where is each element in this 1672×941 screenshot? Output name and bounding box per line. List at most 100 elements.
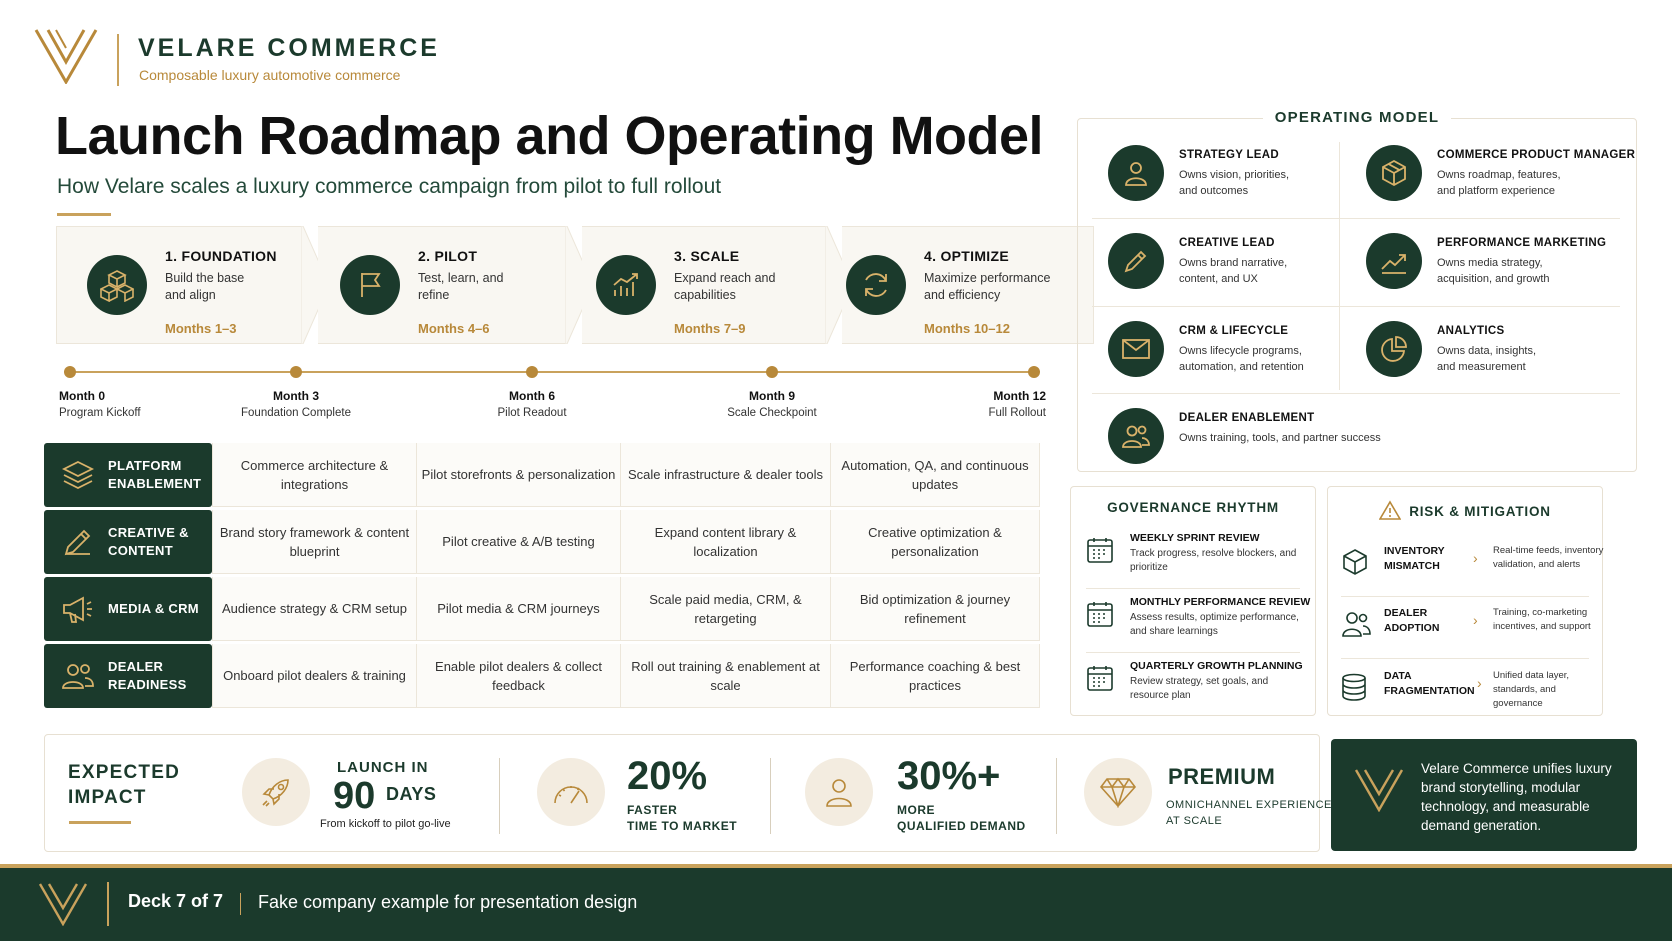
impact-panel xyxy=(44,734,1320,852)
impact-demand-l2: QUALIFIED DEMAND xyxy=(897,819,1026,833)
refresh-icon xyxy=(846,255,906,315)
impact-faster-num: 20% xyxy=(627,754,708,798)
chevron-right-icon xyxy=(825,226,854,344)
operating-model-title-text: OPERATING MODEL xyxy=(1262,109,1452,126)
impact-divider xyxy=(499,758,500,834)
governance-panel xyxy=(1070,486,1316,716)
risk-item-desc: Unified data layer, standards, and gover… xyxy=(1493,670,1570,709)
governance-title: GOVERNANCE RHYTHM xyxy=(1107,500,1279,515)
workstream-cell: Roll out training & enablement at scale xyxy=(620,644,830,708)
page-subtitle: How Velare scales a luxury commerce camp… xyxy=(57,175,722,198)
velare-logo-icon xyxy=(34,29,98,84)
megaphone-icon xyxy=(58,593,98,625)
risk-item: INVENTORY MISMATCH › Real-time feeds, in… xyxy=(1341,542,1603,592)
governance-item-desc: Assess results, optimize performance, an… xyxy=(1130,612,1299,637)
summary-card xyxy=(1331,739,1637,851)
phase-card-scale: 3. SCALE Expand reach and capabilities M… xyxy=(582,226,826,344)
subtitle-rule xyxy=(57,213,111,216)
risk-panel xyxy=(1327,486,1603,716)
role-title: DEALER ENABLEMENT xyxy=(1179,412,1315,424)
database-icon xyxy=(1342,673,1366,701)
workstream-row-dealer: DEALER READINESS Onboard pilot dealers &… xyxy=(44,644,1040,708)
phase-title: 2. PILOT xyxy=(418,248,478,264)
operating-model-title: OPERATING MODEL xyxy=(1077,109,1637,127)
impact-launch-pre: LAUNCH IN xyxy=(337,759,429,776)
workstream-label-text: CREATIVE & CONTENT xyxy=(108,525,189,558)
flag-icon xyxy=(340,255,400,315)
role-desc: Owns lifecycle programs, automation, and… xyxy=(1179,345,1304,373)
timeline-dot xyxy=(290,366,302,378)
impact-premium-l2: AT SCALE xyxy=(1166,815,1223,827)
warning-icon xyxy=(1378,500,1402,520)
layers-icon xyxy=(58,458,98,492)
envelope-icon xyxy=(1108,321,1164,377)
operating-model-divider xyxy=(1339,142,1340,390)
role-desc: Owns brand narrative, content, and UX xyxy=(1179,257,1288,285)
governance-item: WEEKLY SPRINT REVIEW Track progress, res… xyxy=(1086,532,1311,588)
role-desc: Owns roadmap, features, and platform exp… xyxy=(1437,169,1561,197)
workstream-cell: Scale infrastructure & dealer tools xyxy=(620,443,830,507)
chevron-right-icon: › xyxy=(1473,612,1478,628)
timeline-line xyxy=(70,371,1033,373)
role-desc: Owns data, insights, and measurement xyxy=(1437,345,1537,373)
workstream-cell: Onboard pilot dealers & training xyxy=(212,644,416,708)
timeline-month: Month 6 xyxy=(509,389,555,403)
impact-title: EXPECTED IMPACT xyxy=(68,760,180,810)
workstream-cell: Pilot media & CRM journeys xyxy=(416,577,620,641)
timeline-label: Full Rollout xyxy=(988,407,1046,419)
footer-divider xyxy=(107,882,109,926)
workstream-cell: Pilot creative & A/B testing xyxy=(416,510,620,574)
impact-divider xyxy=(1056,758,1057,834)
timeline-month: Month 3 xyxy=(273,389,319,403)
timeline-dot xyxy=(64,366,76,378)
role-desc: Owns training, tools, and partner succes… xyxy=(1179,432,1381,444)
workstream-cell: Bid optimization & journey refinement xyxy=(830,577,1040,641)
calendar-icon xyxy=(1087,666,1113,691)
governance-item-title: WEEKLY SPRINT REVIEW xyxy=(1130,532,1260,544)
workstream-label-text: MEDIA & CRM xyxy=(108,601,199,616)
operating-model-divider xyxy=(1092,306,1620,307)
summary-text: Velare Commerce unifies luxury brand sto… xyxy=(1421,761,1612,833)
phase-title: 4. OPTIMIZE xyxy=(924,248,1009,264)
footer-note: Fake company example for presentation de… xyxy=(258,892,638,912)
impact-divider xyxy=(770,758,771,834)
role-title: CREATIVE LEAD xyxy=(1179,237,1275,249)
governance-divider xyxy=(1086,652,1300,653)
timeline-month: Month 12 xyxy=(993,389,1046,403)
impact-title-line2: IMPACT xyxy=(68,787,147,808)
risk-title-text: RISK & MITIGATION xyxy=(1409,504,1551,519)
footer-divider xyxy=(240,893,241,915)
workstream-cell: Performance coaching & best practices xyxy=(830,644,1040,708)
timeline-dot xyxy=(766,366,778,378)
person-icon xyxy=(805,758,873,826)
impact-launch-sub: From kickoff to pilot go-live xyxy=(320,818,451,830)
phase-title: 1. FOUNDATION xyxy=(165,248,277,264)
role-title: CRM & LIFECYCLE xyxy=(1179,325,1289,337)
footer-rule xyxy=(0,864,1672,868)
phase-roadmap: 1. FOUNDATION Build the base and align M… xyxy=(56,226,1094,344)
role-desc: Owns vision, priorities, and outcomes xyxy=(1179,169,1290,197)
risk-divider xyxy=(1341,658,1589,659)
diamond-icon xyxy=(1084,758,1152,826)
footer-deck-label: Deck 7 of 7 xyxy=(128,891,224,911)
risk-item-title: INVENTORY MISMATCH xyxy=(1384,545,1445,572)
calendar-icon xyxy=(1087,602,1113,627)
speedometer-icon xyxy=(537,758,605,826)
role-title: ANALYTICS xyxy=(1437,325,1505,337)
timeline-label: Program Kickoff xyxy=(59,407,141,419)
phase-desc: Expand reach and capabilities xyxy=(674,271,776,302)
trend-up-icon xyxy=(1366,233,1422,289)
page-title: Launch Roadmap and Operating Model xyxy=(55,106,1044,166)
phase-card-foundation: 1. FOUNDATION Build the base and align M… xyxy=(56,226,302,344)
impact-rule xyxy=(69,821,131,824)
calendar-icon xyxy=(1087,538,1113,563)
phase-desc: Maximize performance and efficiency xyxy=(924,271,1051,302)
workstream-label: PLATFORM ENABLEMENT xyxy=(44,443,212,507)
phase-title: 3. SCALE xyxy=(674,248,740,264)
velare-logo-icon xyxy=(1354,769,1404,812)
role-performance-marketing: PERFORMANCE MARKETING Owns media strateg… xyxy=(1352,221,1622,301)
risk-item-title: DEALER ADOPTION xyxy=(1384,607,1440,634)
workstream-label: DEALER READINESS xyxy=(44,644,212,708)
workstream-cell: Expand content library & localization xyxy=(620,510,830,574)
pencil-icon xyxy=(58,526,98,558)
